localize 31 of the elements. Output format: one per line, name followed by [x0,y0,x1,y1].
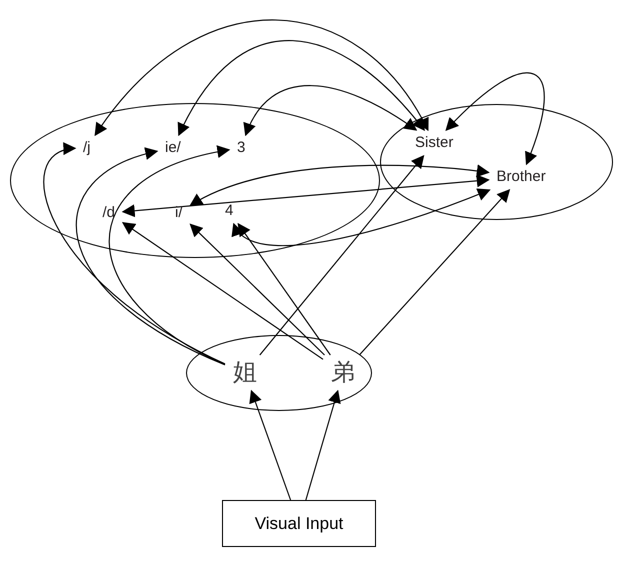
arrow [445,72,545,166]
arrow [249,390,292,500]
arrow [178,40,426,136]
arrow [189,164,490,206]
phoneme-label: 4 [217,198,242,224]
phoneme-label: 3 [229,135,254,161]
arrow [122,222,324,360]
phoneme-label: /j [75,135,98,161]
arrow [233,188,491,246]
ellipse [10,103,380,258]
arrow [358,189,510,356]
phoneme-label: i/ [167,200,190,226]
input-box: Visual Input [222,500,376,547]
phoneme-label: /d [94,200,124,226]
arrow [238,222,331,356]
word-label: Brother [488,164,554,190]
phoneme-label: ie/ [157,135,189,161]
arrow [259,155,424,356]
arrow [122,174,490,218]
arrow [76,148,226,366]
character-label: 姐 [225,355,265,391]
character-label: 弟 [323,355,363,391]
arrow [44,144,226,364]
arrow [244,85,418,136]
arrow [305,390,341,500]
arrow [190,224,325,356]
ellipse [186,335,372,411]
arrow [94,20,429,136]
arrow [108,146,230,365]
word-label: Sister [407,130,462,156]
ellipse [380,104,613,220]
